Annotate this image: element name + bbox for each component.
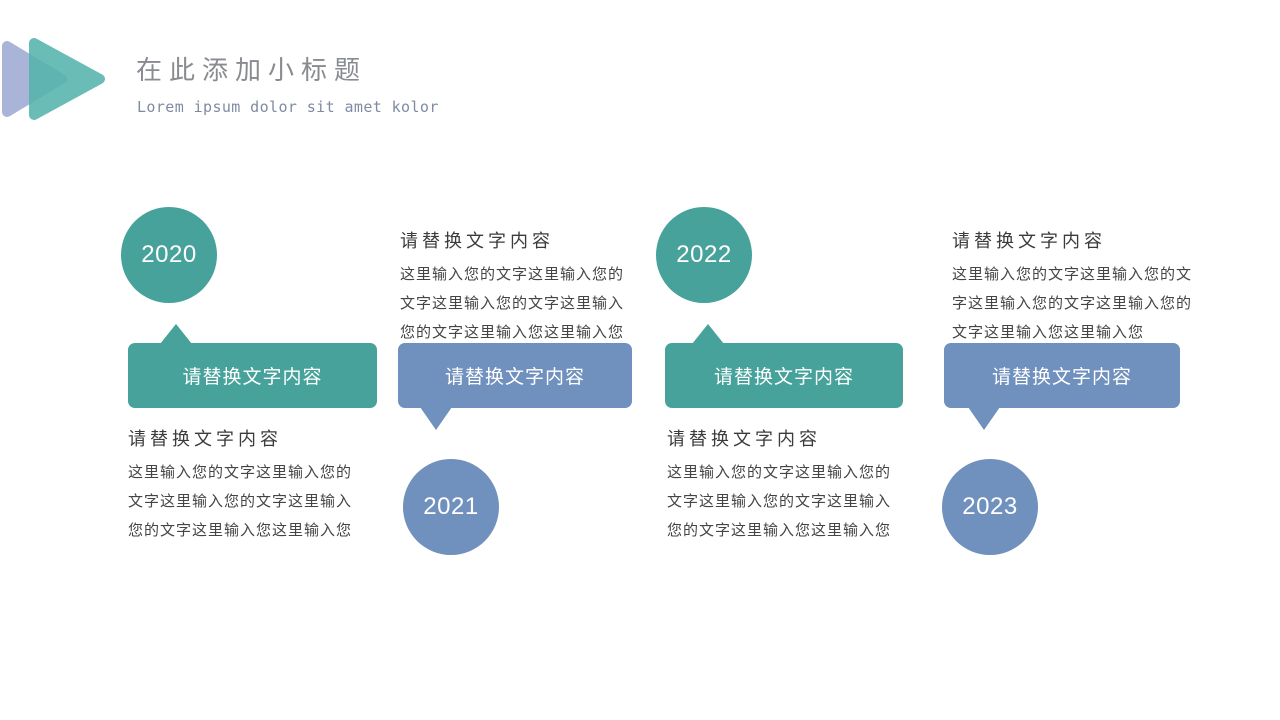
year-label: 2020 <box>141 241 197 268</box>
page-title: 在此添加小标题 <box>136 55 368 85</box>
text-block-2020: 请替换文字内容 这里输入您的文字这里输入您的 文字这里输入您的文字这里输入 您的… <box>128 427 393 545</box>
text-block-line: 文字这里输入您的文字这里输入 <box>667 493 892 510</box>
text-block-line: 文字这里输入您的文字这里输入 <box>400 295 625 312</box>
text-block-line: 这里输入您的文字这里输入您的文 <box>952 266 1193 283</box>
callout-tail-down-icon <box>420 407 452 430</box>
year-badge-2022: 2022 <box>656 207 752 303</box>
callout-box-2022: 请替换文字内容 <box>665 324 903 408</box>
callout-box-2023: 请替换文字内容 <box>944 343 1180 430</box>
year-label: 2023 <box>962 493 1018 520</box>
text-block-title: 请替换文字内容 <box>952 231 1106 251</box>
text-block-title: 请替换文字内容 <box>128 429 282 449</box>
text-block-line: 文字这里输入您这里输入您 <box>952 324 1145 341</box>
text-block-line: 您的文字这里输入您这里输入您 <box>400 324 625 341</box>
callout-tail-down-icon <box>968 407 1000 430</box>
callout-label: 请替换文字内容 <box>991 367 1132 388</box>
text-block-line: 这里输入您的文字这里输入您的 <box>128 464 353 481</box>
text-block-title: 请替换文字内容 <box>667 429 821 449</box>
text-block-line: 文字这里输入您的文字这里输入 <box>128 493 353 510</box>
callout-box-2020: 请替换文字内容 <box>128 324 377 408</box>
text-block-line: 您的文字这里输入您这里输入您 <box>128 522 353 539</box>
page-subtitle: Lorem ipsum dolor sit amet kolor <box>137 98 439 116</box>
callout-box-2021: 请替换文字内容 <box>398 343 632 430</box>
callout-label: 请替换文字内容 <box>713 367 854 388</box>
text-block-line: 您的文字这里输入您这里输入您 <box>667 522 892 539</box>
callout-label: 请替换文字内容 <box>182 367 323 388</box>
text-block-line: 字这里输入您的文字这里输入您的 <box>952 295 1193 312</box>
text-block-line: 这里输入您的文字这里输入您的 <box>400 266 625 283</box>
year-badge-2023: 2023 <box>942 459 1038 555</box>
callout-tail-up-icon <box>160 324 192 344</box>
callout-tail-up-icon <box>692 324 724 344</box>
year-label: 2021 <box>423 493 479 520</box>
text-block-2021: 请替换文字内容 这里输入您的文字这里输入您的 文字这里输入您的文字这里输入 您的… <box>400 229 665 347</box>
text-block-2022: 请替换文字内容 这里输入您的文字这里输入您的 文字这里输入您的文字这里输入 您的… <box>667 427 932 545</box>
text-block-2023: 请替换文字内容 这里输入您的文字这里输入您的文 字这里输入您的文字这里输入您的 … <box>952 229 1217 347</box>
year-badge-2021: 2021 <box>403 459 499 555</box>
text-block-line: 这里输入您的文字这里输入您的 <box>667 464 892 481</box>
text-block-title: 请替换文字内容 <box>400 231 554 251</box>
year-label: 2022 <box>676 241 732 268</box>
year-badge-2020: 2020 <box>121 207 217 303</box>
logo-triangles-icon <box>2 38 105 120</box>
callout-label: 请替换文字内容 <box>444 367 585 388</box>
